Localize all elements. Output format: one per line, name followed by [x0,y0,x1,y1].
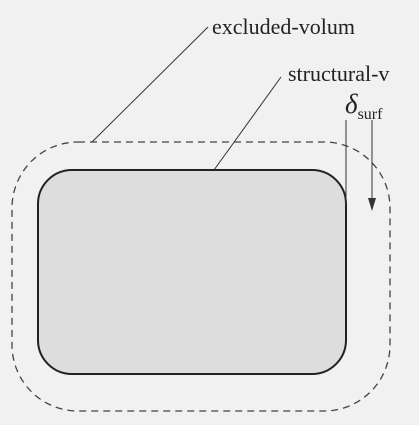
structural-volume-label: structural-v [288,61,389,86]
structural-volume-shape [37,169,347,375]
delta-arrowhead [368,198,376,211]
excluded-volume-boundary [11,141,391,412]
structural-volume-leader [213,76,282,171]
delta-surf-label: δsurf [345,89,383,123]
excluded-volume-label: excluded-volum [212,14,355,39]
delta-subscript: surf [358,106,384,123]
excluded-volume-leader [91,26,209,143]
delta-symbol: δ [345,89,358,119]
